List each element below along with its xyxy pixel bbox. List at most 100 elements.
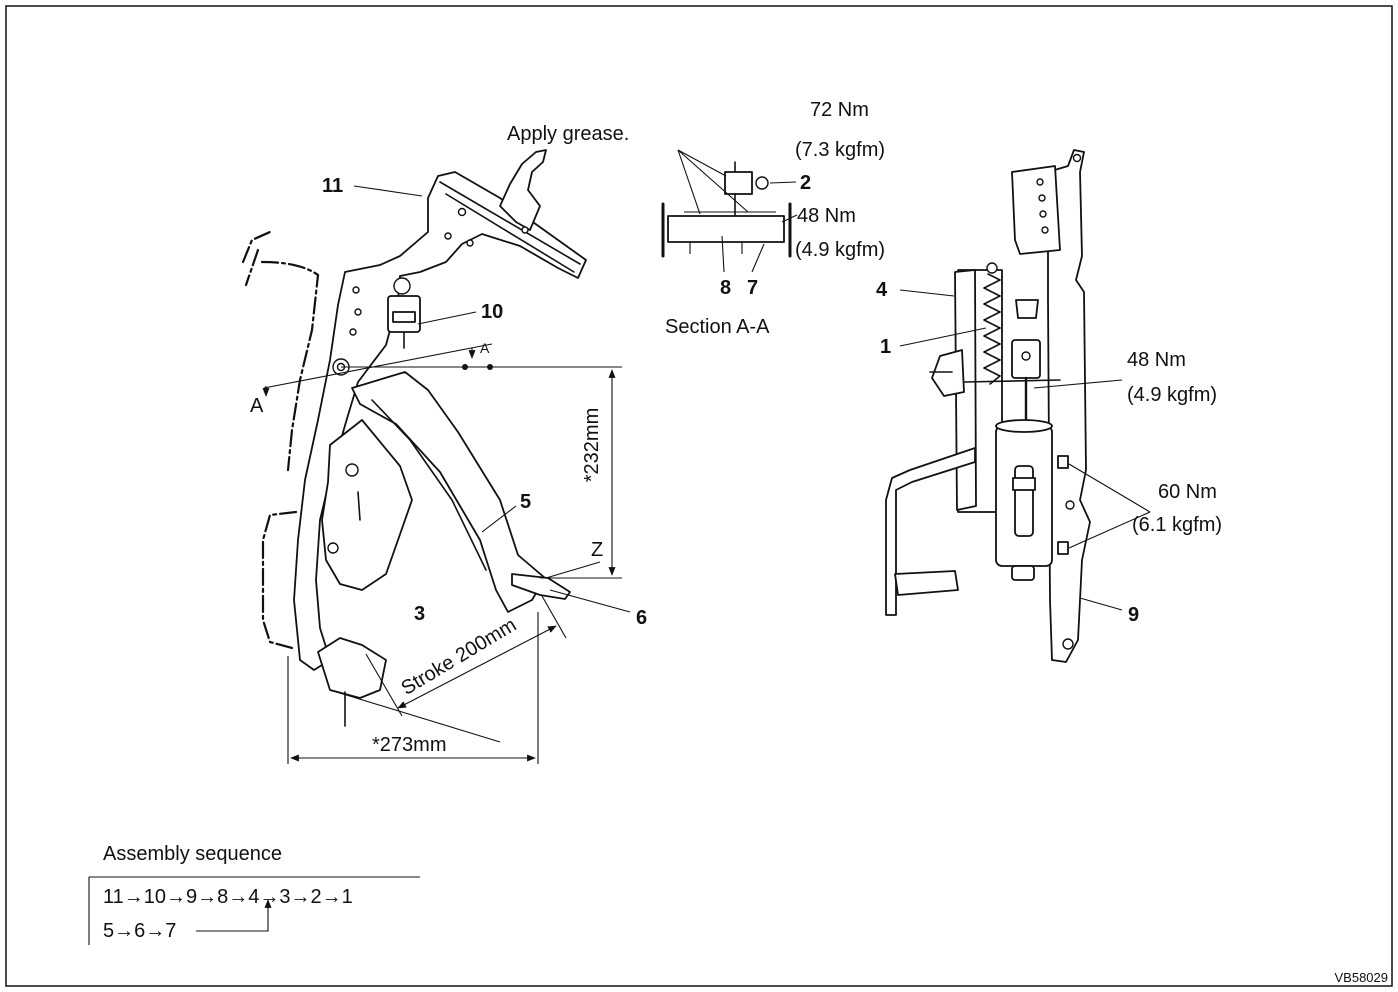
pedal-height-label: *232mm xyxy=(581,408,603,482)
damper-inner-rod xyxy=(1014,465,1034,537)
pedal-lever-front xyxy=(885,447,976,616)
section-title: Section A-A xyxy=(665,316,770,338)
assembly-sequence-line-2: 5→6→7 xyxy=(103,920,176,942)
leader-11 xyxy=(353,185,423,197)
mount-plate-hole xyxy=(1041,226,1049,234)
pedal-shaft xyxy=(667,215,785,243)
torque-clevis-alt: (4.9 kgfm) xyxy=(1127,384,1217,406)
clevis-nut-2 xyxy=(724,171,753,195)
leader-60nm-upper xyxy=(1068,463,1151,513)
bracket-hole xyxy=(352,286,360,294)
pedal-offset-label: *273mm xyxy=(372,734,446,756)
bracket-hole xyxy=(444,232,452,240)
part-number-9: 9 xyxy=(1128,604,1139,626)
assembly-sequence-line-1: 11→10→9→8→4→3→2→1 xyxy=(103,886,353,908)
leader-2 xyxy=(769,181,797,184)
mount-plate-hole xyxy=(1036,178,1044,186)
leader-7 xyxy=(751,243,765,273)
torque-mount-value: 60 Nm xyxy=(1158,481,1217,503)
part-number-10: 10 xyxy=(481,301,503,323)
leader-9 xyxy=(1079,597,1123,611)
torque-upper-alt: (7.3 kgfm) xyxy=(795,139,885,161)
section-line-a-a xyxy=(263,343,493,389)
grease-leader xyxy=(677,149,727,177)
leader-6 xyxy=(549,589,631,613)
part-number-8: 8 xyxy=(720,277,731,299)
assembly-sequence-heading: Assembly sequence xyxy=(103,843,282,865)
figure-id: VB58029 xyxy=(1335,970,1389,985)
part-3-hole xyxy=(327,542,339,554)
bracket-rail-upper xyxy=(439,181,581,265)
mounting-plate-outline xyxy=(261,510,298,650)
bracket-hole xyxy=(349,328,357,336)
part-number-5: 5 xyxy=(520,491,531,513)
floor-line xyxy=(329,689,501,743)
part-number-1: 1 xyxy=(880,336,891,358)
bracket-hole xyxy=(354,308,362,316)
leader-48nm-section xyxy=(781,214,798,223)
mount-bolt-upper xyxy=(1057,455,1069,469)
bracket-9-hole xyxy=(1065,500,1075,510)
firewall-outline-main xyxy=(260,260,320,472)
pedal-bracket-3 xyxy=(321,419,413,591)
bracket-hole xyxy=(521,226,529,234)
torque-clevis-value: 48 Nm xyxy=(1127,349,1186,371)
inner-plate-line xyxy=(964,379,1061,383)
section-a-a-view: Apply grease. 72 Nm (7.3 kgfm) 2 48 Nm (… xyxy=(507,99,885,338)
pedal-pad-front xyxy=(894,570,959,596)
side-mount-bracket xyxy=(931,349,965,397)
sequence-merge-arrow xyxy=(196,899,272,932)
apply-grease-note: Apply grease. xyxy=(507,123,629,145)
reference-dot xyxy=(462,364,468,370)
part-number-4: 4 xyxy=(876,279,888,301)
leader-1 xyxy=(899,327,987,347)
clevis-nut-top xyxy=(1015,299,1039,319)
mount-bolt-lower xyxy=(1057,541,1069,555)
clevis-pin xyxy=(1021,351,1031,361)
part-number-2: 2 xyxy=(800,172,811,194)
top-mount-plate xyxy=(1011,165,1061,255)
damper-rod-nut xyxy=(1012,477,1036,491)
damper-cylinder-top xyxy=(995,419,1053,433)
grease-leader xyxy=(677,149,749,213)
damper-cylinder-neck xyxy=(1011,565,1035,581)
grease-leader xyxy=(677,149,701,215)
torque-upper-value: 72 Nm xyxy=(810,99,869,121)
assembly-sequence-box: Assembly sequence 11→10→9→8→4→3→2→1 5→6→… xyxy=(88,843,420,945)
leader-8 xyxy=(721,235,725,273)
leader-z xyxy=(545,561,601,579)
leader-5 xyxy=(481,505,517,533)
part-3-slot xyxy=(357,491,361,521)
clevis-nut-end xyxy=(755,176,769,190)
bracket-hole xyxy=(466,239,474,247)
mount-plate-hole xyxy=(1039,210,1047,218)
stroke-extension-pad xyxy=(541,595,567,639)
torque-lower-value: 48 Nm xyxy=(797,205,856,227)
part-3-hole xyxy=(345,463,359,477)
section-mark-a-left: A xyxy=(250,395,264,417)
mount-plate-hole xyxy=(1038,194,1046,202)
part-number-7: 7 xyxy=(747,277,758,299)
torque-mount-alt: (6.1 kgfm) xyxy=(1132,514,1222,536)
leader-4 xyxy=(899,289,955,297)
point-z-label: Z xyxy=(591,539,603,561)
stroke-extension-floor xyxy=(365,653,403,717)
bracket-hole xyxy=(457,207,467,217)
switch-mount-circle xyxy=(393,277,411,295)
return-spring-1 xyxy=(983,273,1001,385)
bracket-rail-lower xyxy=(445,193,575,273)
bracket-9 xyxy=(1047,149,1091,663)
leader-10 xyxy=(417,311,477,325)
reference-dot xyxy=(487,364,493,370)
part-number-11: 11 xyxy=(322,175,343,197)
leader-48nm-clevis xyxy=(1033,379,1123,389)
part-number-6: 6 xyxy=(636,607,647,629)
section-mark-a-right: A xyxy=(480,340,490,356)
torque-lower-alt: (4.9 kgfm) xyxy=(795,239,885,261)
bracket-9-hole xyxy=(1062,638,1074,650)
switch-nut xyxy=(392,311,416,323)
firewall-outline-top xyxy=(241,230,272,287)
part-number-3: 3 xyxy=(414,603,425,625)
leader-60nm-lower xyxy=(1068,511,1151,549)
